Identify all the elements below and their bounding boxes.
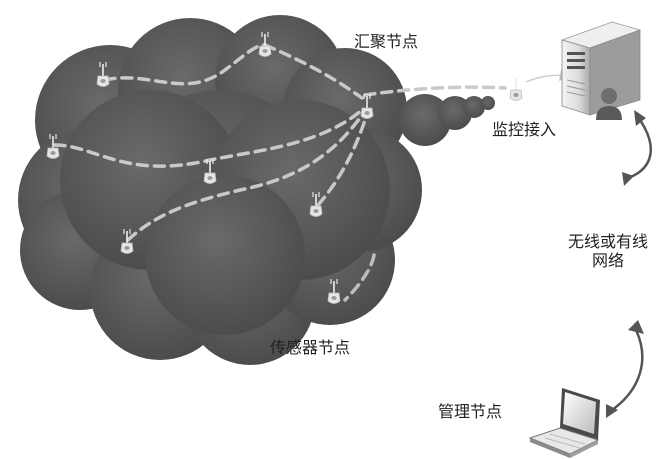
network-label: 无线或有线 网络 (568, 232, 648, 270)
server-icon (560, 21, 642, 116)
user-icon (596, 88, 622, 120)
sensor-network-cloud (18, 15, 495, 365)
gateway-server-link (525, 69, 572, 83)
network-label-line2: 网络 (592, 251, 625, 271)
network-label-line1: 无线或有线 (568, 232, 649, 251)
network-laptop-arrow (606, 320, 644, 418)
management-node-label: 管理节点 (438, 402, 503, 421)
laptop-icon (528, 388, 600, 458)
routing-paths (53, 43, 507, 302)
monitor-access-label: 监控接入 (492, 120, 557, 139)
server-network-arrow (622, 110, 653, 186)
sensor-node-label: 传感器节点 (270, 338, 351, 357)
monitor-gateway-icon (509, 75, 523, 102)
sink-node-label: 汇聚节点 (354, 32, 419, 51)
